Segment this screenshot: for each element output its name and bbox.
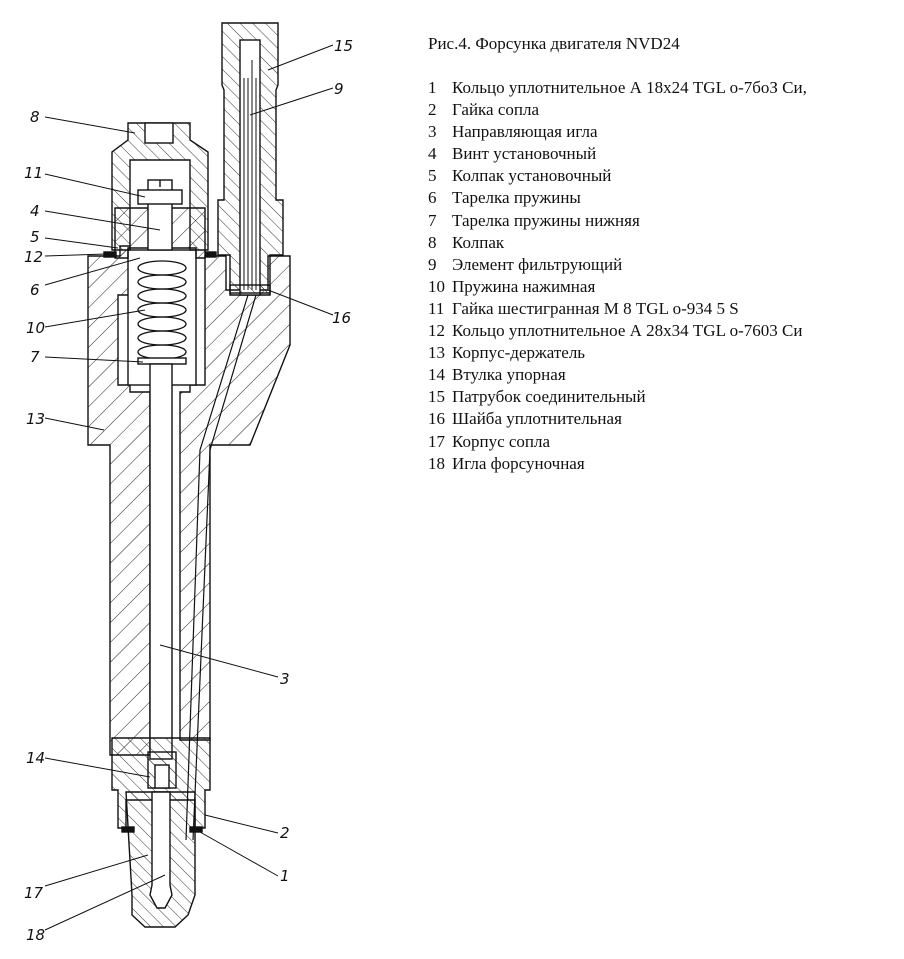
callout-10: 10 [26, 319, 45, 337]
list-item: 14 Втулка упорная [428, 364, 807, 386]
list-item: 17 Корпус сопла [428, 431, 807, 453]
callout-12: 12 [24, 248, 43, 266]
spring [137, 260, 187, 360]
part-number: 7 [428, 210, 437, 230]
part-number: 10 [428, 276, 445, 296]
list-item: 4 Винт установочный [428, 143, 807, 165]
list-item: 13 Корпус-держатель [428, 342, 807, 364]
part-number: 11 [428, 298, 445, 318]
callout-5: 5 [30, 228, 40, 246]
part-number: 16 [428, 409, 445, 429]
part-name: Корпус сопла [452, 431, 551, 451]
callout-9: 9 [334, 80, 344, 98]
part-number: 5 [428, 166, 437, 186]
cap [111, 122, 209, 251]
injector-body [87, 22, 291, 928]
list-item: 5 Колпак установочный [428, 165, 807, 187]
push-rod [149, 363, 173, 760]
part-number: 18 [428, 453, 445, 473]
list-item: 16 Шайба уплотнительная [428, 408, 807, 430]
callout-16: 16 [332, 309, 351, 327]
part-name: Винт установочный [452, 144, 597, 164]
callout-11: 11 [24, 164, 43, 182]
part-number: 9 [428, 254, 437, 274]
callout-3: 3 [280, 670, 290, 688]
callout-7: 7 [30, 348, 40, 366]
callout-15: 15 [334, 37, 353, 55]
part-name: Патрубок соединительный [452, 387, 646, 407]
part-number: 6 [428, 188, 437, 208]
callout-8: 8 [30, 108, 40, 126]
callout-labels: 8 11 4 5 12 6 10 7 13 14 17 18 15 9 16 3… [24, 37, 353, 944]
part-number: 13 [428, 343, 445, 363]
list-item: 1 Кольцо уплотнительное А 18х24 TGL о-7бо… [428, 77, 807, 99]
part-number: 4 [428, 144, 437, 164]
part-name: Гайка шестигранная М 8 TGL о-934 5 S [452, 298, 739, 318]
part-name: Направляющая игла [452, 122, 598, 142]
part-name: Пружина нажимная [452, 276, 596, 296]
part-name: Шайба уплотнительная [452, 409, 622, 429]
list-item: 11 Гайка шестигранная М 8 TGL о-934 5 S [428, 298, 807, 320]
list-item: 15 Патрубок соединительный [428, 386, 807, 408]
part-number: 15 [428, 387, 445, 407]
injector-drawing: 8 11 4 5 12 6 10 7 13 14 17 18 15 9 16 3… [24, 22, 353, 944]
list-item: 2 Гайка сопла [428, 99, 807, 121]
part-name: Гайка сопла [452, 100, 540, 120]
hex-nut [137, 189, 183, 205]
fuel-channel [185, 294, 249, 841]
list-item: 12 Кольцо уплотнительное А 28х34 TGL о-76… [428, 320, 807, 342]
part-name: Втулка упорная [452, 365, 566, 385]
part-name: Кольцо уплотнительное А 28х34 TGL о-7603… [452, 321, 803, 341]
callout-17: 17 [24, 884, 44, 902]
list-item: 18 Игла форсуночная [428, 453, 807, 475]
figure-title: Рис.4. Форсунка двигателя NVD24 [428, 34, 680, 53]
list-item: 3 Направляющая игла [428, 121, 807, 143]
part-number: 2 [428, 100, 437, 120]
list-item: 9 Элемент фильтрующий [428, 254, 807, 276]
part-name: Колпак [452, 232, 505, 252]
part-name: Игла форсуночная [452, 453, 585, 473]
callout-1: 1 [280, 867, 290, 885]
part-name: Тарелка пружины нижняя [452, 210, 640, 230]
part-number: 8 [428, 232, 437, 252]
callout-4: 4 [30, 202, 40, 220]
injector-needle [149, 791, 173, 909]
part-name: Элемент фильтрующий [452, 254, 623, 274]
part-name: Корпус-держатель [452, 343, 586, 363]
leader-lines [44, 44, 334, 931]
list-item: 8 Колпак [428, 232, 807, 254]
list-item: 10 Пружина нажимная [428, 276, 807, 298]
part-number: 3 [428, 122, 437, 142]
callout-13: 13 [26, 410, 45, 428]
part-name: Тарелка пружины [452, 188, 581, 208]
parts-list: 1 Кольцо уплотнительное А 18х24 TGL о-7бо… [428, 77, 807, 475]
callout-6: 6 [30, 281, 40, 299]
part-name: Колпак установочный [452, 166, 612, 186]
part-number: 14 [428, 365, 445, 385]
list-item: 6 Тарелка пружины [428, 187, 807, 209]
part-number: 12 [428, 321, 445, 341]
callout-2: 2 [280, 824, 290, 842]
part-number: 17 [428, 431, 445, 451]
part-name: Кольцо уплотнительное А 18х24 TGL о-7боЗ… [452, 78, 807, 97]
callout-14: 14 [26, 749, 45, 767]
list-item: 7 Тарелка пружины нижняя [428, 210, 807, 232]
part-number: 1 [428, 78, 437, 97]
callout-18: 18 [26, 926, 45, 944]
